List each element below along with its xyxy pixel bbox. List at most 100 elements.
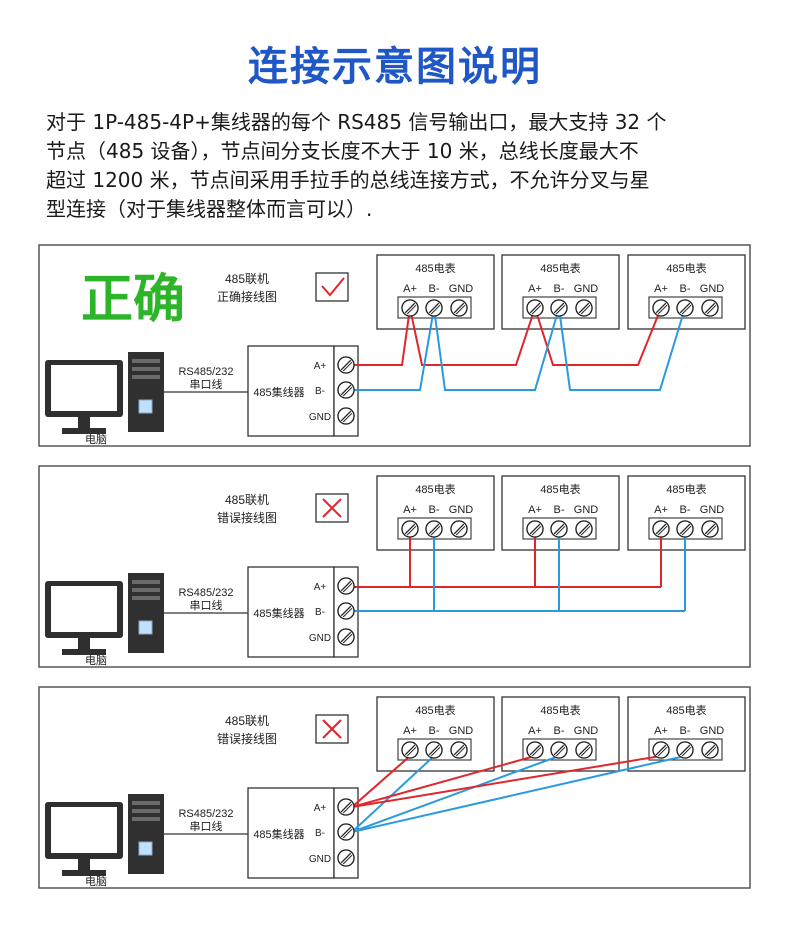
meter-terminal-label: GND xyxy=(700,283,725,295)
screw-slot xyxy=(428,302,440,314)
pc-tower xyxy=(128,352,164,432)
screw-slot xyxy=(531,304,542,315)
monitor-neck xyxy=(78,417,90,429)
meter-terminal-label: A+ xyxy=(528,504,542,516)
meter-screw xyxy=(425,299,443,317)
hub-terminal-label: A+ xyxy=(314,803,327,814)
screw-slot xyxy=(340,852,352,864)
screw-slot xyxy=(679,744,691,756)
status-label: 正确 xyxy=(81,271,185,329)
meter-title: 485电表 xyxy=(415,261,455,275)
meter-terminal-label: A+ xyxy=(403,504,417,516)
tower-slot xyxy=(132,375,160,379)
hub-body xyxy=(247,345,335,437)
hub-screw xyxy=(337,823,355,841)
screw-slot xyxy=(340,410,352,422)
screw-slot xyxy=(340,801,352,813)
meter-screw xyxy=(450,520,468,538)
hub-terminal-label: GND xyxy=(309,412,331,423)
screw-slot xyxy=(406,304,417,315)
screw-slot xyxy=(681,304,692,315)
screw-slot xyxy=(430,304,441,315)
hub-terminal-label: A+ xyxy=(314,582,327,593)
intro-line: 超过 1200 米，节点间采用手拉手的总线连接方式，不允许分叉与星 xyxy=(46,168,650,192)
screw-slot xyxy=(679,302,691,314)
meter-screw xyxy=(652,741,670,759)
screw-slot xyxy=(704,744,716,756)
cross-stroke xyxy=(322,498,342,518)
meter-terminal-label: A+ xyxy=(654,725,668,737)
meter-screw xyxy=(450,299,468,317)
tower-slot xyxy=(132,596,160,600)
intro-line: 对于 1P-485-4P+集线器的每个 RS485 信号输出口，最大支持 32 … xyxy=(46,110,667,134)
meter-screw xyxy=(652,520,670,538)
meter-screw xyxy=(526,741,544,759)
meter-terminal-label: B- xyxy=(429,725,440,737)
wire-a-star xyxy=(351,755,662,808)
meter-terminal-label: GND xyxy=(449,504,474,516)
screw-slot xyxy=(657,746,668,757)
wire-b-star xyxy=(351,755,686,833)
wire-a-star xyxy=(351,755,411,808)
cross-mark-icon xyxy=(315,493,349,523)
tower-slot xyxy=(132,359,160,363)
meter-title: 485电表 xyxy=(540,482,580,496)
meter-terminal-label: A+ xyxy=(654,504,668,516)
wires xyxy=(354,304,686,391)
meter-terminal-label: A+ xyxy=(528,725,542,737)
meter-screw xyxy=(550,299,568,317)
tower-slot xyxy=(132,801,160,805)
screw-slot xyxy=(531,746,542,757)
screw-slot xyxy=(555,746,566,757)
cable-label: 串口线 xyxy=(190,598,223,612)
meter-screw xyxy=(526,520,544,538)
monitor-base xyxy=(62,649,106,655)
meter-screw xyxy=(652,299,670,317)
meter-terminal-label: B- xyxy=(680,725,691,737)
screw-slot xyxy=(455,525,466,536)
check-mark-icon xyxy=(315,272,349,302)
screw-slot xyxy=(342,803,353,814)
power-button xyxy=(138,620,153,635)
wire-b-star xyxy=(351,755,560,833)
power-button xyxy=(138,841,153,856)
screw-slot xyxy=(578,302,590,314)
screw-slot xyxy=(340,826,352,838)
screw-slot xyxy=(578,744,590,756)
meter-screw xyxy=(701,741,719,759)
screw-slot xyxy=(430,525,441,536)
meter-screw xyxy=(676,520,694,538)
meter-screw xyxy=(425,741,443,759)
monitor-screen xyxy=(51,365,117,411)
screw-slot xyxy=(430,746,441,757)
screw-slot xyxy=(657,525,668,536)
meter-title: 485电表 xyxy=(666,261,706,275)
tower-slot xyxy=(132,817,160,821)
screw-slot xyxy=(428,523,440,535)
meter-screw xyxy=(550,520,568,538)
meter-title: 485电表 xyxy=(540,703,580,717)
tower-slot xyxy=(132,580,160,584)
monitor-neck xyxy=(78,859,90,871)
wiring-panel-3: 485联机错误接线图电脑RS485/232串口线485集线器A+B-GND485… xyxy=(38,686,751,889)
screw-slot xyxy=(455,304,466,315)
meter-terminal-label: B- xyxy=(554,283,565,295)
tower-slot xyxy=(132,809,160,813)
wire-a-star xyxy=(351,755,536,808)
meter-screw xyxy=(401,741,419,759)
meter-screw xyxy=(401,299,419,317)
cable-label: 串口线 xyxy=(190,819,223,833)
screw-slot xyxy=(580,746,591,757)
screw-slot xyxy=(406,746,417,757)
screw-slot xyxy=(681,746,692,757)
diagram-caption: 正确接线图 xyxy=(217,289,277,304)
meter-terminal-label: A+ xyxy=(654,283,668,295)
meter-terminal-label: B- xyxy=(680,504,691,516)
screw-slot xyxy=(340,631,352,643)
cross-stroke xyxy=(322,719,342,739)
